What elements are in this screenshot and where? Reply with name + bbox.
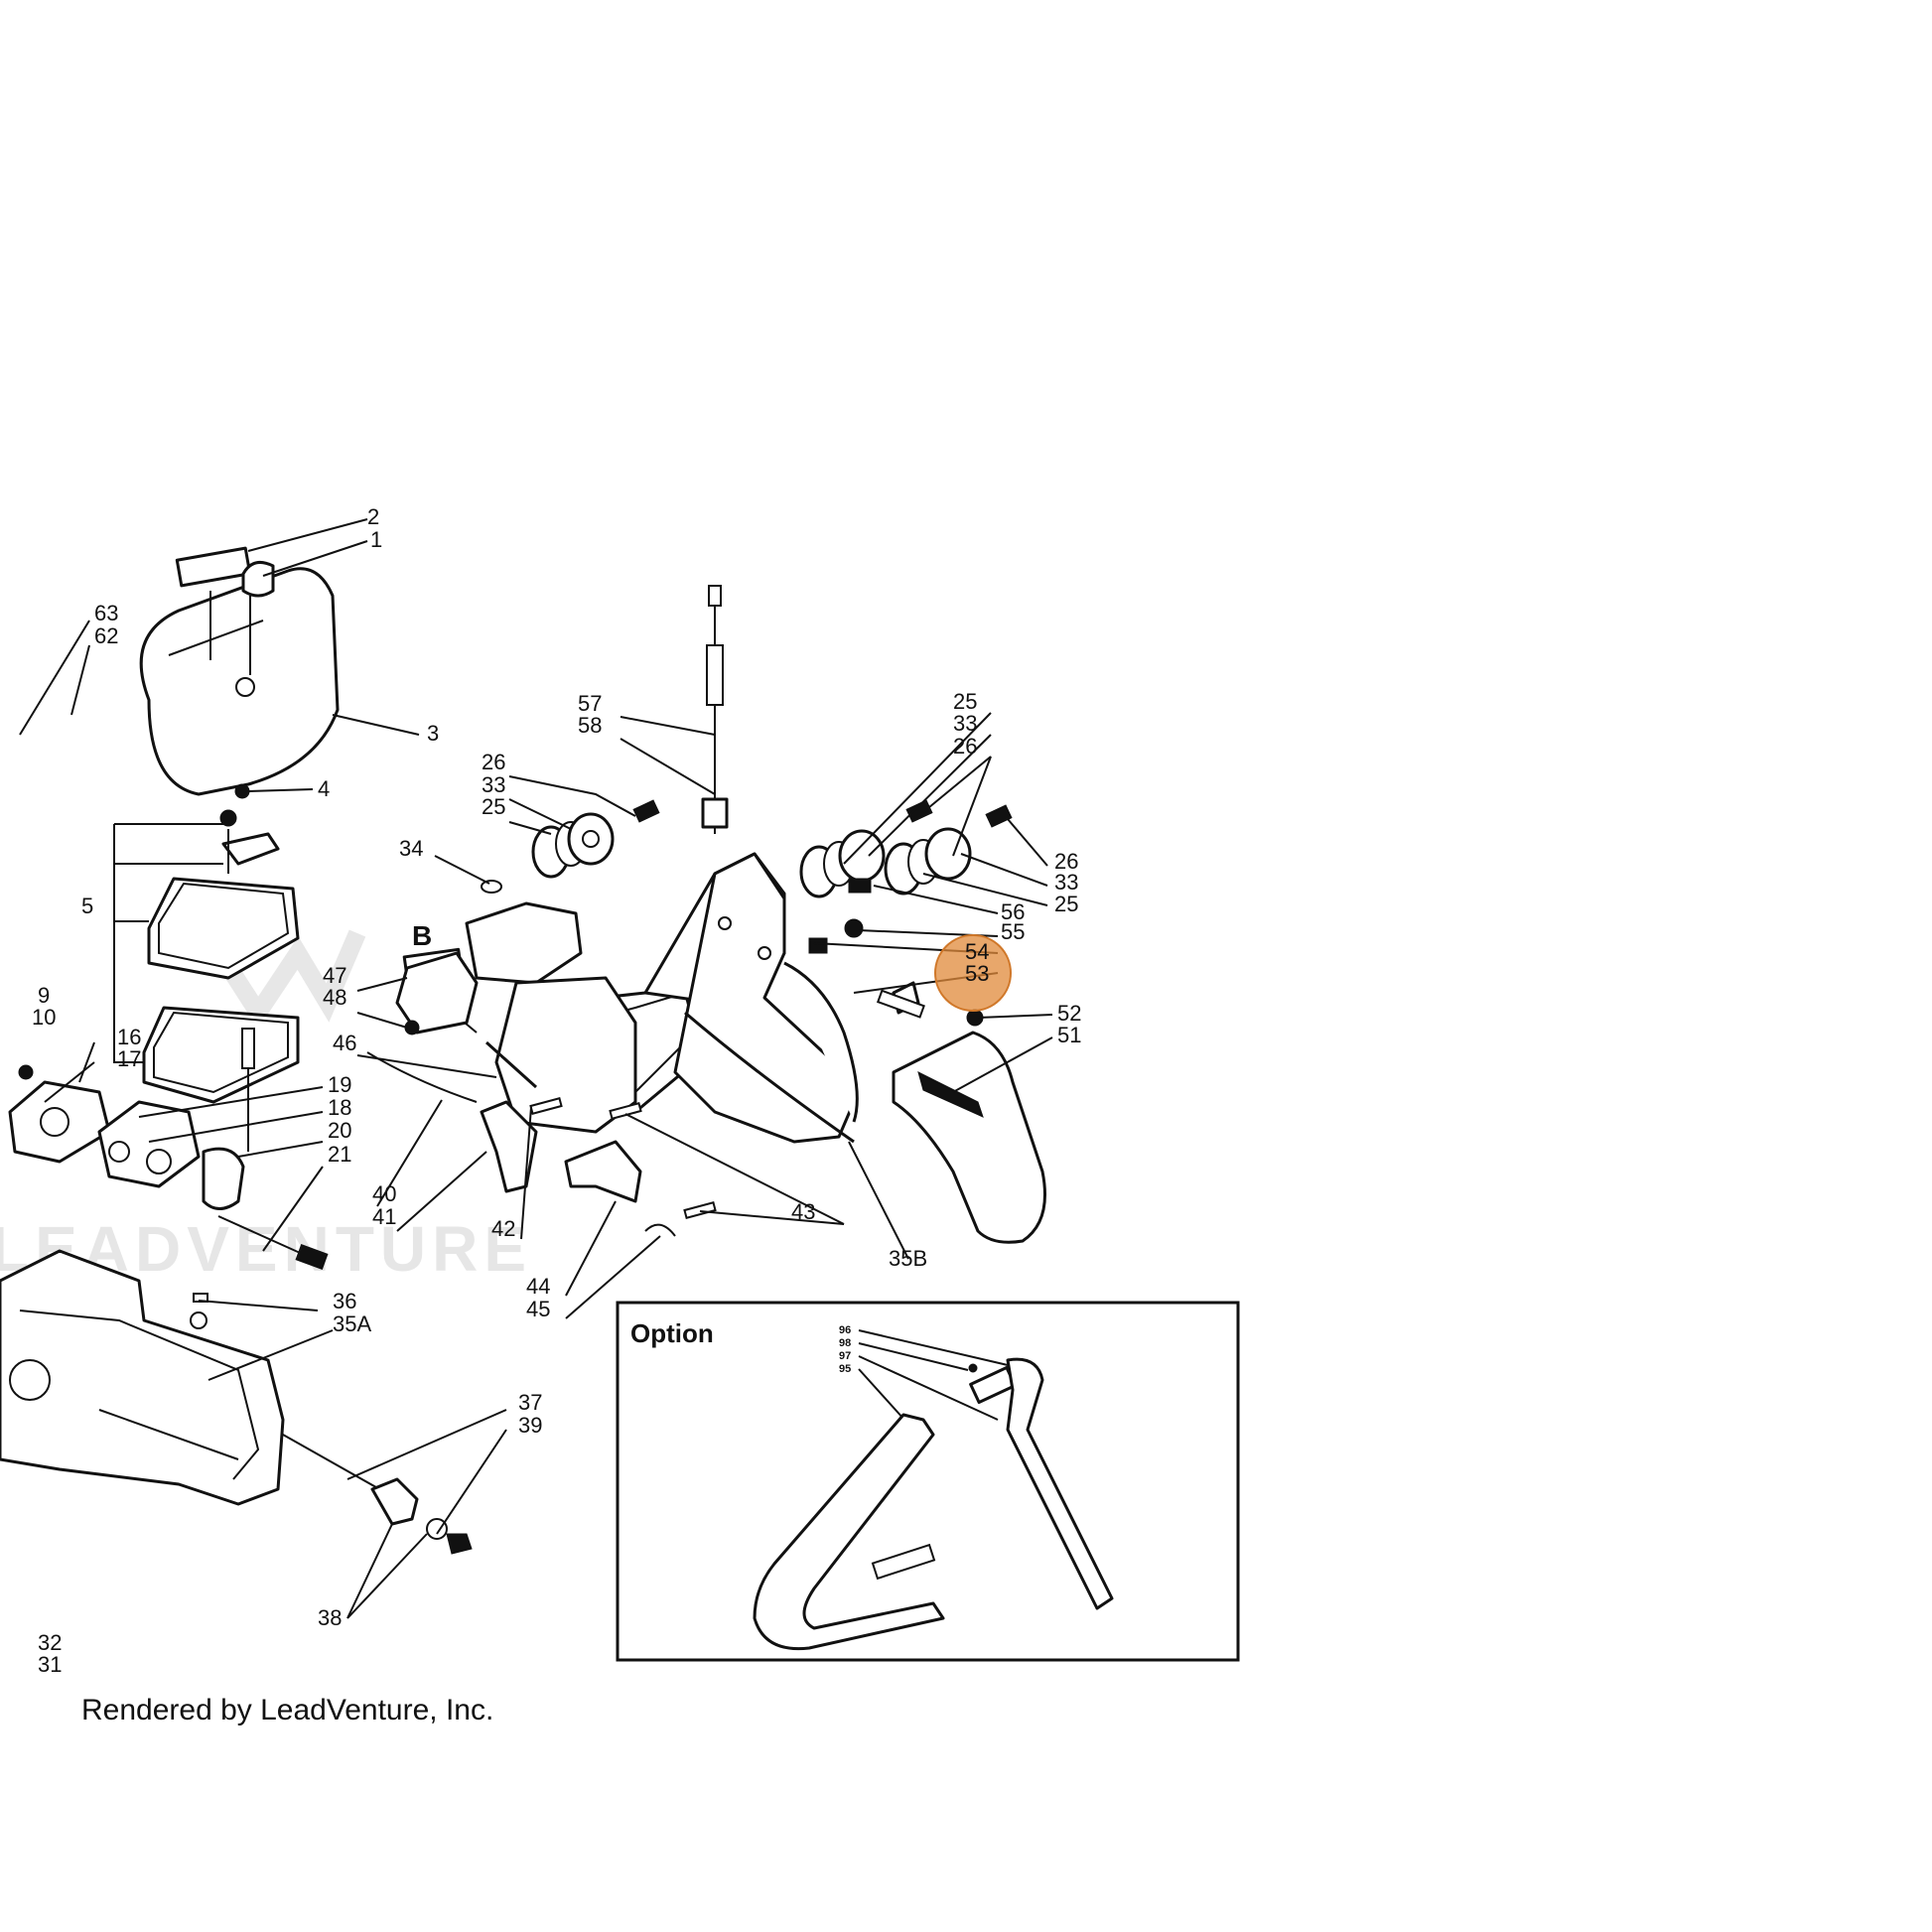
callout-17[interactable]: 17 [117, 1046, 141, 1071]
callout-36[interactable]: 36 [333, 1289, 356, 1313]
highlight-marker[interactable] [934, 934, 1012, 1012]
tank-cover-assembly [139, 546, 340, 799]
callout-52[interactable]: 52 [1057, 1001, 1081, 1026]
option-handle-bar [753, 1357, 1114, 1651]
callout-38[interactable]: 38 [318, 1605, 342, 1630]
carburetor-assembly [8, 1028, 329, 1270]
callout-25-right[interactable]: 25 [1054, 892, 1078, 916]
callout-39[interactable]: 39 [518, 1413, 542, 1438]
callout-41[interactable]: 41 [372, 1204, 396, 1229]
callout-26-top[interactable]: 26 [953, 734, 977, 759]
callout-labels: 2 1 3 4 5 63 62 9 10 16 17 19 18 20 21 3… [32, 504, 1081, 1677]
air-filter-assembly [142, 809, 300, 1104]
callout-34[interactable]: 34 [399, 836, 423, 861]
callout-51[interactable]: 51 [1057, 1023, 1081, 1047]
gasket-and-covers [395, 880, 637, 1134]
callout-20[interactable]: 20 [328, 1118, 351, 1143]
callout-35a[interactable]: 35A [333, 1311, 371, 1336]
callout-35b[interactable]: 35B [889, 1246, 927, 1271]
callout-26-right[interactable]: 26 [1054, 849, 1078, 874]
credit-text: Rendered by LeadVenture, Inc. [81, 1694, 493, 1726]
callout-46[interactable]: 46 [333, 1031, 356, 1055]
option-leader-lines [858, 1329, 1009, 1431]
callout-10[interactable]: 10 [32, 1005, 56, 1030]
callout-53[interactable]: 53 [965, 961, 989, 986]
vibration-mounts [531, 799, 1013, 898]
callout-26-left[interactable]: 26 [482, 750, 505, 774]
callout-33-top[interactable]: 33 [953, 711, 977, 736]
option-callout-97[interactable]: 97 [839, 1350, 851, 1362]
callout-4[interactable]: 4 [318, 776, 330, 801]
callout-54[interactable]: 54 [965, 939, 989, 964]
housing-35a [0, 1249, 285, 1506]
option-callout-95[interactable]: 95 [839, 1363, 851, 1375]
callout-43[interactable]: 43 [791, 1199, 815, 1224]
callout-9[interactable]: 9 [38, 983, 50, 1008]
callout-58[interactable]: 58 [578, 713, 602, 738]
callout-37[interactable]: 37 [518, 1390, 542, 1415]
option-box-frame [616, 1301, 1240, 1662]
callout-45[interactable]: 45 [526, 1297, 550, 1321]
callout-25-left[interactable]: 25 [482, 794, 505, 819]
section-marker-b: B [412, 920, 432, 951]
callout-47[interactable]: 47 [323, 963, 346, 988]
option-box-title: Option [630, 1318, 714, 1348]
callout-32[interactable]: 32 [38, 1630, 62, 1655]
callout-19[interactable]: 19 [328, 1072, 351, 1097]
option-box: Option 96 98 97 95 [616, 1301, 1240, 1662]
callout-1[interactable]: 1 [370, 527, 382, 552]
callout-25-top[interactable]: 25 [953, 689, 977, 714]
bar-studs [282, 1434, 473, 1555]
callout-44[interactable]: 44 [526, 1274, 550, 1299]
callout-21[interactable]: 21 [328, 1142, 351, 1167]
callout-63[interactable]: 63 [94, 601, 118, 625]
callout-33-left[interactable]: 33 [482, 772, 505, 797]
callout-18[interactable]: 18 [328, 1095, 351, 1120]
callout-48[interactable]: 48 [323, 985, 346, 1010]
option-callout-98[interactable]: 98 [839, 1337, 851, 1349]
callout-57[interactable]: 57 [578, 691, 602, 716]
option-callout-96[interactable]: 96 [839, 1324, 851, 1336]
callout-31[interactable]: 31 [38, 1652, 62, 1677]
callout-55[interactable]: 55 [1001, 919, 1025, 944]
rear-handle [808, 878, 1046, 1244]
leader-lines [19, 518, 1053, 1619]
callout-16[interactable]: 16 [117, 1025, 141, 1049]
callout-40[interactable]: 40 [372, 1181, 396, 1206]
callout-2[interactable]: 2 [367, 504, 379, 529]
callout-42[interactable]: 42 [491, 1216, 515, 1241]
callout-62[interactable]: 62 [94, 623, 118, 648]
callout-33-right[interactable]: 33 [1054, 870, 1078, 895]
callout-5[interactable]: 5 [81, 894, 93, 918]
callout-3[interactable]: 3 [427, 721, 439, 746]
callout-56[interactable]: 56 [1001, 899, 1025, 924]
